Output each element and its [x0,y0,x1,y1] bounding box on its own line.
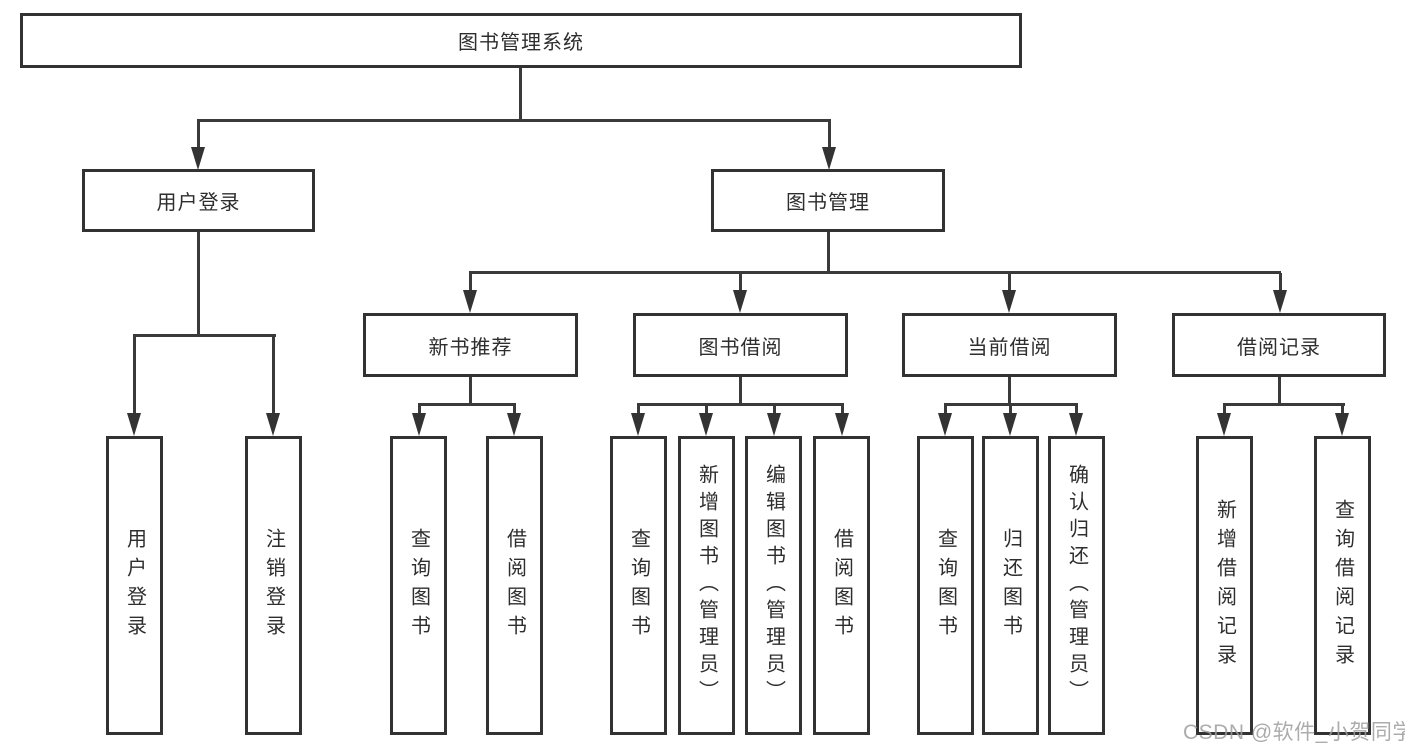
connector-borrow-records-bus [1223,403,1345,406]
connector-line [197,121,200,149]
connector-line [1341,405,1344,415]
node-user-login: 用户登录 [82,169,315,232]
arrowhead-down-icon [191,147,205,170]
connector-line [841,405,844,415]
connector-book-mgmt-stem [827,232,830,273]
leaf-bb-edit-book-label: 编辑图书（管理员） [762,464,785,707]
connector-line [1009,405,1012,415]
node-new-book-rec-label: 新书推荐 [428,336,513,359]
connector-line [944,405,947,415]
arrowhead-down-icon [733,290,747,313]
node-user-login-label: 用户登录 [156,192,241,214]
leaf-br-add-record-label: 新增借阅记录 [1213,498,1236,673]
arrowhead-down-icon [631,413,645,436]
leaf-cb-query-book: 查询图书 [917,436,974,735]
node-book-borrow-label: 图书借阅 [698,336,783,359]
connector-root-bus [197,119,831,122]
connector-new-book-rec-bus [418,403,516,406]
leaf-cb-confirm-return: 确认归还（管理员） [1048,436,1105,735]
connector-line [1223,405,1226,415]
connector-root-stem [519,68,522,121]
node-current-borrow: 当前借阅 [902,313,1117,377]
arrowhead-down-icon [412,413,426,436]
leaf-bb-add-book: 新增图书（管理员） [678,436,735,735]
arrowhead-down-icon [835,413,849,436]
connector-line [705,405,708,415]
connector-line [272,336,275,414]
leaf-br-add-record: 新增借阅记录 [1196,436,1253,735]
connector-line [513,405,516,415]
arrowhead-down-icon [1217,413,1231,436]
node-borrow-records: 借阅记录 [1172,313,1386,377]
leaf-rec-query-book-label: 查询图书 [407,527,430,644]
leaf-logout-label: 注销登录 [262,527,285,644]
arrowhead-down-icon [1273,290,1287,313]
leaf-bb-borrow-book-label: 借阅图书 [830,527,853,644]
arrowhead-down-icon [822,147,836,170]
arrowhead-down-icon [507,413,521,436]
csdn-watermark: CSDN @软件_小贺同学 [1183,721,1405,744]
node-current-borrow-label: 当前借阅 [967,336,1052,359]
connector-line [418,405,421,415]
connector-user-login-stem [197,232,200,335]
leaf-logout: 注销登录 [245,436,302,735]
connector-line [739,273,742,291]
node-root-label: 图书管理系统 [458,32,584,54]
arrowhead-down-icon [266,413,280,436]
leaf-rec-borrow-book-label: 借阅图书 [503,527,526,644]
connector-new-book-rec-stem [469,377,472,405]
node-new-book-rec: 新书推荐 [363,313,578,377]
node-borrow-records-label: 借阅记录 [1237,336,1321,359]
connector-line [1075,405,1078,415]
leaf-rec-query-book: 查询图书 [390,436,447,735]
node-root: 图书管理系统 [20,13,1022,68]
node-book-mgmt-label: 图书管理 [786,192,870,214]
node-book-borrow: 图书借阅 [633,313,848,377]
arrowhead-down-icon [1069,413,1083,436]
arrowhead-down-icon [1003,413,1017,436]
connector-borrow-records-stem [1278,377,1281,405]
arrowhead-down-icon [1002,290,1016,313]
connector-current-borrow-bus [944,403,1078,406]
connector-line [1279,273,1282,291]
connector-book-mgmt-bus [469,271,1281,274]
connector-book-borrow-bus [637,403,844,406]
connector-line [133,336,136,414]
leaf-br-query-record: 查询借阅记录 [1314,436,1371,735]
connector-line [773,405,776,415]
node-book-mgmt: 图书管理 [711,169,945,232]
leaf-rec-borrow-book: 借阅图书 [486,436,543,735]
connector-line [828,121,831,149]
connector-line [637,405,640,415]
connector-current-borrow-stem [1008,377,1011,405]
leaf-cb-return-book-label: 归还图书 [999,527,1022,644]
connector-user-login-bus [133,334,276,337]
arrowhead-down-icon [699,413,713,436]
leaf-bb-query-book: 查询图书 [610,436,667,735]
arrowhead-down-icon [1335,413,1349,436]
arrowhead-down-icon [127,413,141,436]
connector-line [1008,273,1011,291]
leaf-user-login: 用户登录 [106,436,163,735]
leaf-bb-edit-book: 编辑图书（管理员） [745,436,802,735]
arrowhead-down-icon [767,413,781,436]
leaf-bb-add-book-label: 新增图书（管理员） [695,464,718,707]
connector-book-borrow-stem [739,377,742,405]
leaf-bb-query-book-label: 查询图书 [627,527,650,644]
leaf-cb-query-book-label: 查询图书 [934,527,957,644]
leaf-cb-return-book: 归还图书 [982,436,1039,735]
arrowhead-down-icon [938,413,952,436]
leaf-user-login-label: 用户登录 [123,527,146,644]
arrowhead-down-icon [463,290,477,313]
connector-line [469,273,472,291]
leaf-cb-confirm-return-label: 确认归还（管理员） [1065,464,1088,707]
leaf-bb-borrow-book: 借阅图书 [813,436,870,735]
leaf-br-query-record-label: 查询借阅记录 [1331,498,1354,673]
